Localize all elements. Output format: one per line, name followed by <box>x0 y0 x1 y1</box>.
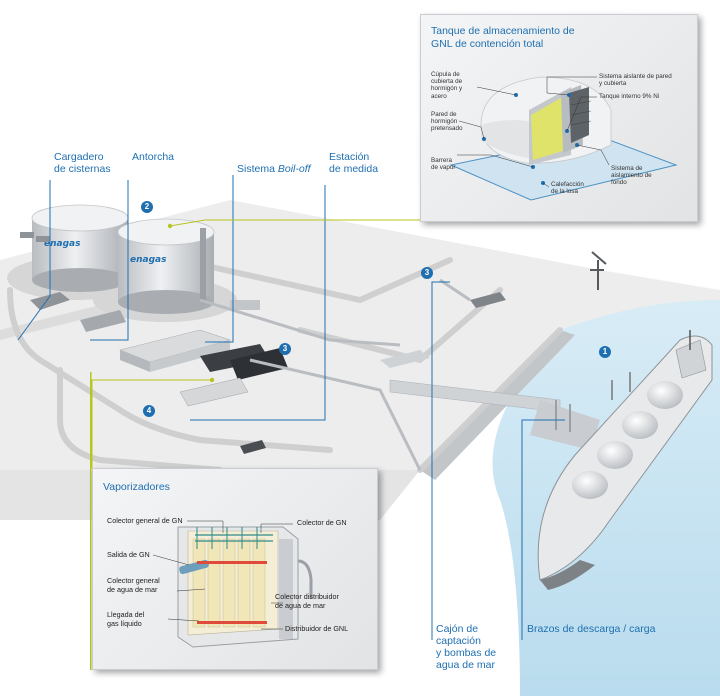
lng-tank-1 <box>31 204 129 292</box>
vapor-label-colector-general-gn: Colector general de GN <box>107 516 183 525</box>
lng-carrier-ship <box>537 330 713 590</box>
vapor-label-colector-gn: Colector de GN <box>297 518 347 527</box>
dock-cranes <box>590 251 607 290</box>
tank-label-cupula: Cúpula de cubierta de hormigón y acero <box>431 71 463 100</box>
vapor-label-llegada: Llegada del gas líquido <box>107 610 145 628</box>
label-antorcha: Antorcha <box>132 151 175 163</box>
marker-1: 1 <box>599 346 611 358</box>
vaporizer-inset-title: Vaporizadores <box>103 481 170 493</box>
marker-3b: 3 <box>279 343 291 355</box>
lng-tank-2 <box>117 218 215 314</box>
tank-label-pared: Pared de hormigón pretensado <box>431 111 463 133</box>
label-estacion: Estación de medida <box>329 151 379 175</box>
tank-cutaway <box>449 76 678 201</box>
label-cajon: Cajón de captación y bombas de agua de m… <box>436 623 497 671</box>
tank-inset: Tanque de almacenamiento de GNL de conte… <box>420 14 698 222</box>
label-boiloff-italic: Boil-off <box>277 163 311 175</box>
process-buildings <box>30 292 506 454</box>
label-boiloff: Sistema Boil-off <box>237 151 311 175</box>
vapor-label-distribuidor-gnl: Distribuidor de GNL <box>285 624 349 633</box>
label-cargadero: Cargadero de cisternas <box>54 151 111 175</box>
label-brazos: Brazos de descarga / carga <box>527 623 656 635</box>
tank-label-fondo: Sistema de aislamiento de fondo <box>611 165 652 187</box>
marker-2: 2 <box>141 201 153 213</box>
vapor-label-colector-agua: Colector general de agua de mar <box>107 576 160 594</box>
marker-3a: 3 <box>421 267 433 279</box>
vaporizer-cutaway <box>152 520 313 648</box>
tank-label-interno: Tanque interno 9% Ni <box>599 93 660 100</box>
tanker-trucks <box>20 232 50 242</box>
vapor-label-colector-distribuidor: Colector distribuidor de agua de mar <box>275 592 339 610</box>
callout-lines <box>17 175 565 640</box>
tank-logo-1: enagas <box>44 239 81 249</box>
vaporizer-inset: Vaporizadores <box>92 468 378 670</box>
tank-label-aislante: Sistema aislante de pared y cubierta <box>599 73 672 88</box>
tank-inset-title: Tanque de almacenamiento de GNL de conte… <box>431 25 575 50</box>
tank-label-barrera: Barrera de vapor <box>431 157 456 172</box>
label-boiloff-prefix: Sistema <box>237 163 278 175</box>
marker-4: 4 <box>143 405 155 417</box>
vapor-label-salida: Salida de GN <box>107 550 150 559</box>
tank-label-calefaccion: Calefacción de la losa <box>551 181 584 196</box>
tank-logo-2: enagas <box>130 255 167 265</box>
